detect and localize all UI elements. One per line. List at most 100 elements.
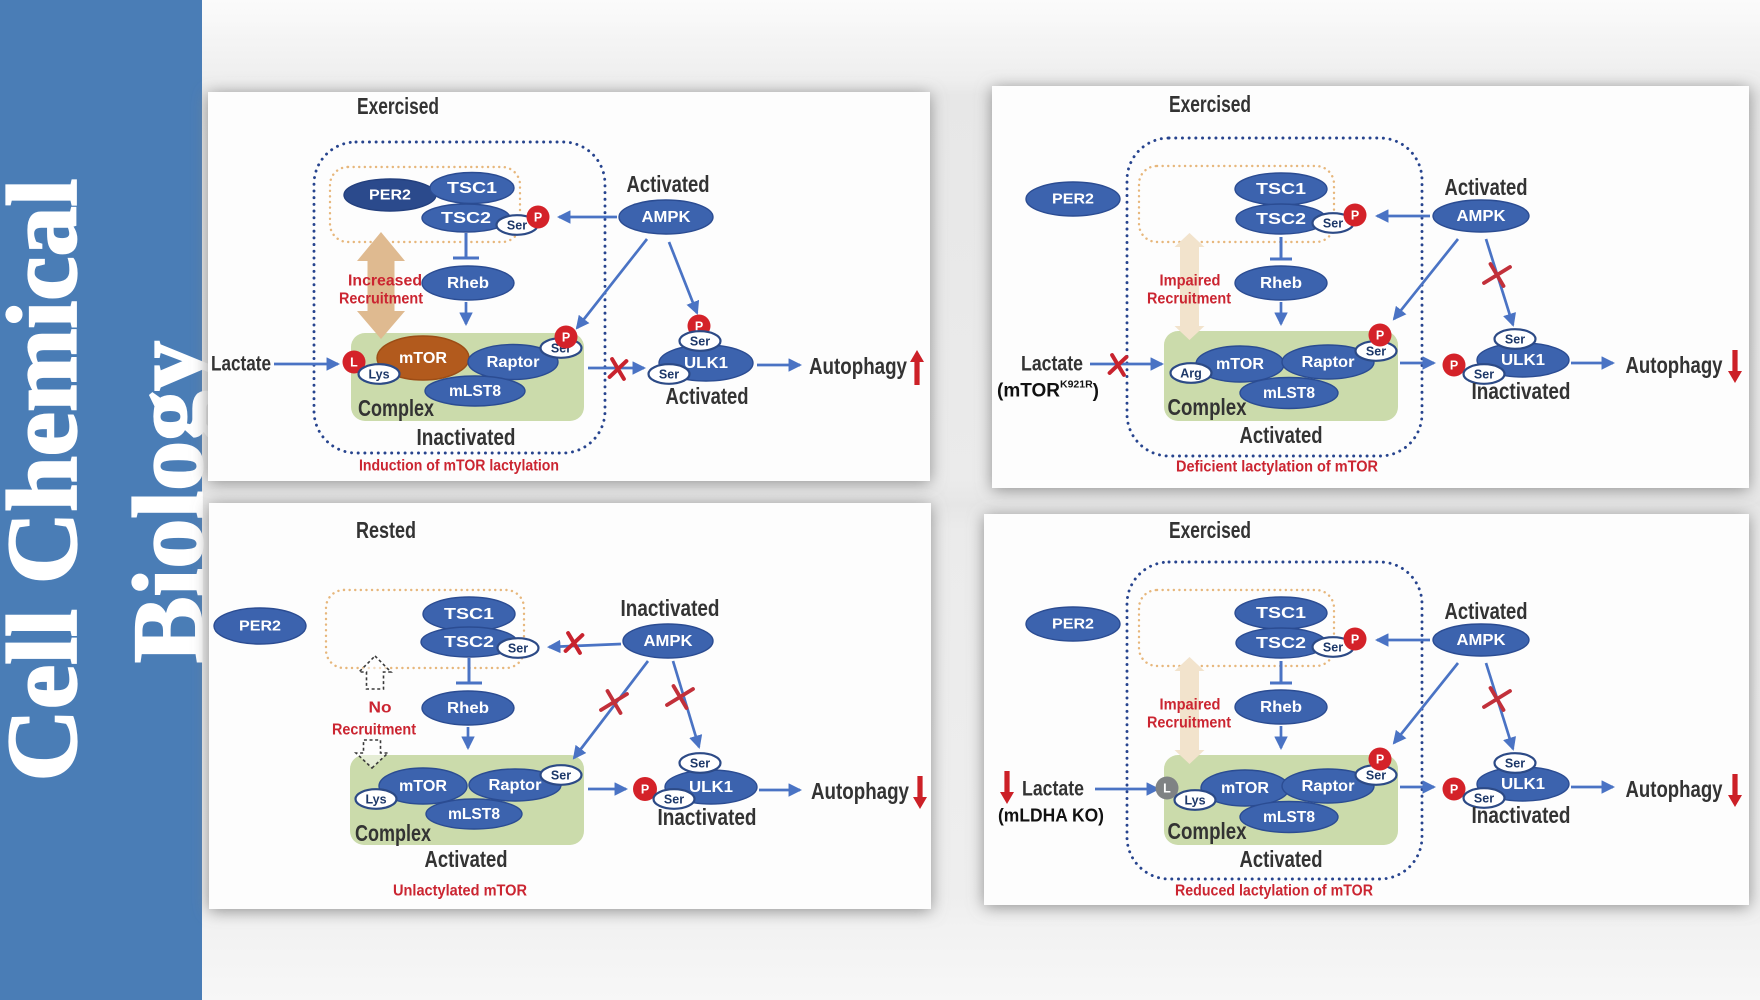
svg-text:Ser: Ser <box>690 335 710 349</box>
svg-text:mLST8: mLST8 <box>448 806 500 823</box>
svg-text:Ser: Ser <box>664 793 684 807</box>
svg-text:P: P <box>1351 633 1359 647</box>
svg-text:P: P <box>1376 753 1384 767</box>
svg-text:Unlactylated mTOR: Unlactylated mTOR <box>393 883 527 900</box>
svg-text:P: P <box>695 320 703 334</box>
svg-text:Activated: Activated <box>627 171 710 197</box>
svg-text:Recruitment: Recruitment <box>339 291 424 308</box>
svg-text:mLST8: mLST8 <box>1263 809 1315 826</box>
svg-text:PER2: PER2 <box>369 188 411 204</box>
svg-text:Complex: Complex <box>355 820 431 846</box>
svg-text:Recruitment: Recruitment <box>1147 715 1232 732</box>
svg-text:Inactivated: Inactivated <box>658 804 757 830</box>
svg-text:Reduced lactylation of mTOR: Reduced lactylation of mTOR <box>1175 883 1373 900</box>
svg-text:Ser: Ser <box>1366 769 1386 783</box>
svg-text:Activated: Activated <box>1240 846 1323 872</box>
svg-text:Ser: Ser <box>690 757 710 771</box>
svg-text:Raptor: Raptor <box>487 354 540 371</box>
svg-text:Activated: Activated <box>1445 174 1528 200</box>
svg-text:Increased: Increased <box>348 273 422 290</box>
svg-text:AMPK: AMPK <box>644 633 694 650</box>
svg-text:TSC2: TSC2 <box>1256 635 1306 652</box>
svg-text:PER2: PER2 <box>1052 617 1094 633</box>
svg-text:Complex: Complex <box>358 395 434 421</box>
svg-text:Recruitment: Recruitment <box>332 722 417 739</box>
svg-text:Inactivated: Inactivated <box>621 595 720 621</box>
svg-text:AMPK: AMPK <box>1457 632 1507 649</box>
svg-text:Impaired: Impaired <box>1160 273 1221 290</box>
svg-text:Rested: Rested <box>356 517 416 543</box>
svg-text:Lys: Lys <box>368 368 389 382</box>
svg-text:Autophagy: Autophagy <box>811 778 909 804</box>
svg-text:Ser: Ser <box>1323 641 1343 655</box>
svg-text:Inactivated: Inactivated <box>1472 378 1571 404</box>
svg-text:ULK1: ULK1 <box>689 779 733 796</box>
svg-text:Activated: Activated <box>1445 598 1528 624</box>
svg-text:TSC1: TSC1 <box>1256 605 1306 622</box>
svg-text:Ser: Ser <box>1366 345 1386 359</box>
svg-text:TSC2: TSC2 <box>444 634 494 651</box>
svg-text:Rheb: Rheb <box>447 275 489 292</box>
svg-text:Recruitment: Recruitment <box>1147 291 1232 308</box>
svg-text:Ser: Ser <box>1323 217 1343 231</box>
svg-text:ULK1: ULK1 <box>1501 352 1545 369</box>
svg-text:Ser: Ser <box>1474 792 1494 806</box>
svg-text:P: P <box>641 783 649 797</box>
svg-text:Cell Chemical: Cell Chemical <box>0 179 98 782</box>
svg-text:Deficient lactylation of mTOR: Deficient lactylation of mTOR <box>1176 459 1378 476</box>
svg-text:Activated: Activated <box>1240 422 1323 448</box>
svg-text:TSC1: TSC1 <box>1256 181 1306 198</box>
svg-text:P: P <box>534 211 542 225</box>
svg-text:Raptor: Raptor <box>1302 778 1355 795</box>
svg-text:TSC2: TSC2 <box>1256 211 1306 228</box>
svg-text:Inactivated: Inactivated <box>417 424 516 450</box>
svg-text:Rheb: Rheb <box>1260 699 1302 716</box>
svg-text:Raptor: Raptor <box>1302 354 1355 371</box>
svg-text:Lactate: Lactate <box>1021 353 1083 376</box>
svg-text:Ser: Ser <box>1474 368 1494 382</box>
svg-text:Inactivated: Inactivated <box>1472 802 1571 828</box>
svg-text:Exercised: Exercised <box>357 93 439 119</box>
svg-text:Ser: Ser <box>507 219 527 233</box>
svg-text:(mLDHA KO): (mLDHA KO) <box>998 805 1104 826</box>
svg-text:mTOR: mTOR <box>399 350 447 367</box>
svg-text:Autophagy: Autophagy <box>809 353 907 379</box>
svg-text:mLST8: mLST8 <box>449 383 501 400</box>
svg-text:Complex: Complex <box>1168 818 1247 844</box>
svg-text:PER2: PER2 <box>239 619 281 635</box>
svg-text:TSC1: TSC1 <box>444 606 494 623</box>
svg-text:TSC1: TSC1 <box>447 180 497 197</box>
svg-text:Lys: Lys <box>1184 794 1205 808</box>
svg-text:Ser: Ser <box>1505 757 1525 771</box>
svg-text:No: No <box>369 700 392 717</box>
svg-text:Rheb: Rheb <box>1260 275 1302 292</box>
svg-text:TSC2: TSC2 <box>441 210 491 227</box>
svg-text:P: P <box>562 331 570 345</box>
svg-text:Lys: Lys <box>365 793 386 807</box>
svg-text:P: P <box>1351 209 1359 223</box>
svg-text:L: L <box>1163 782 1171 796</box>
svg-text:ULK1: ULK1 <box>1501 776 1545 793</box>
svg-text:Ser: Ser <box>1505 333 1525 347</box>
svg-text:Raptor: Raptor <box>489 777 542 794</box>
svg-text:Ser: Ser <box>508 642 528 656</box>
svg-text:Ser: Ser <box>659 368 679 382</box>
svg-text:PER2: PER2 <box>1052 192 1094 208</box>
svg-text:Arg: Arg <box>1180 367 1202 381</box>
svg-text:mTOR: mTOR <box>399 778 447 795</box>
svg-text:Autophagy: Autophagy <box>1626 352 1723 378</box>
svg-text:Activated: Activated <box>666 383 749 409</box>
svg-text:P: P <box>1450 783 1458 797</box>
svg-text:Ser: Ser <box>551 769 571 783</box>
svg-text:Exercised: Exercised <box>1169 517 1251 543</box>
svg-text:mTOR: mTOR <box>1221 780 1269 797</box>
svg-text:P: P <box>1376 329 1384 343</box>
svg-text:P: P <box>1450 359 1458 373</box>
svg-text:mTOR: mTOR <box>1216 356 1264 373</box>
svg-text:Lactate: Lactate <box>1022 778 1084 801</box>
svg-text:ULK1: ULK1 <box>684 355 728 372</box>
svg-text:Lactate: Lactate <box>211 353 271 376</box>
svg-text:Exercised: Exercised <box>1169 91 1251 117</box>
svg-text:Complex: Complex <box>1168 394 1247 420</box>
svg-text:L: L <box>350 356 358 370</box>
